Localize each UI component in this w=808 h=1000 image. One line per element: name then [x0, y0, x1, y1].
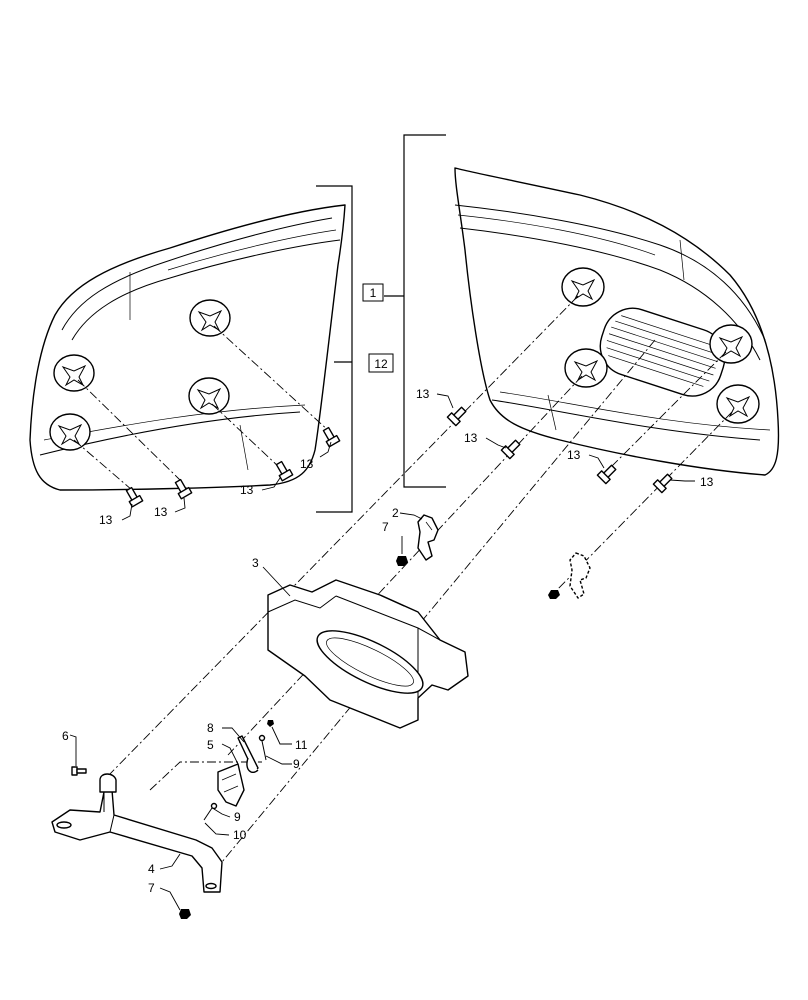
callout-4: 4	[148, 862, 155, 876]
callout-7: 7	[382, 520, 389, 534]
callout-12: 12	[374, 357, 388, 371]
callout-9: 9	[234, 810, 241, 824]
right-seat-cushion	[454, 167, 780, 476]
callout-5: 5	[207, 738, 214, 752]
clip-bracket-2	[417, 514, 439, 561]
callout-13: 13	[300, 457, 314, 471]
mount-recesses	[49, 267, 760, 451]
callout-13: 13	[700, 475, 714, 489]
callout-3: 3	[252, 556, 259, 570]
latch-assembly	[203, 720, 274, 821]
clip-bracket-phantom	[569, 552, 591, 599]
callout-10: 10	[233, 828, 247, 842]
nut-7-phantom	[548, 590, 560, 599]
nut-7-lower	[179, 909, 191, 919]
callout-13: 13	[240, 483, 254, 497]
assembly-bracket-1	[384, 134, 446, 488]
callout-9: 9	[293, 757, 300, 771]
callout-13: 13	[464, 431, 478, 445]
callout-labels: 1 12 13 13 13 13 13 13 13 13 2 7 3 6 8 5…	[62, 283, 714, 895]
bolts-13	[125, 406, 673, 508]
callout-13: 13	[416, 387, 430, 401]
support-bracket-4	[51, 773, 223, 893]
callout-6: 6	[62, 729, 69, 743]
left-seat-cushion	[29, 204, 346, 491]
callout-2: 2	[392, 506, 399, 520]
callout-7: 7	[148, 881, 155, 895]
callout-13: 13	[154, 505, 168, 519]
leader-lines	[69, 393, 695, 911]
callout-11: 11	[295, 738, 308, 752]
callout-13: 13	[567, 448, 581, 462]
screw-6	[71, 766, 87, 776]
foam-block-3	[267, 579, 469, 729]
assembly-bracket-12	[316, 185, 353, 513]
callout-8: 8	[207, 721, 214, 735]
nut-7-upper	[396, 556, 408, 566]
callout-13: 13	[99, 513, 113, 527]
callout-1: 1	[370, 286, 377, 300]
